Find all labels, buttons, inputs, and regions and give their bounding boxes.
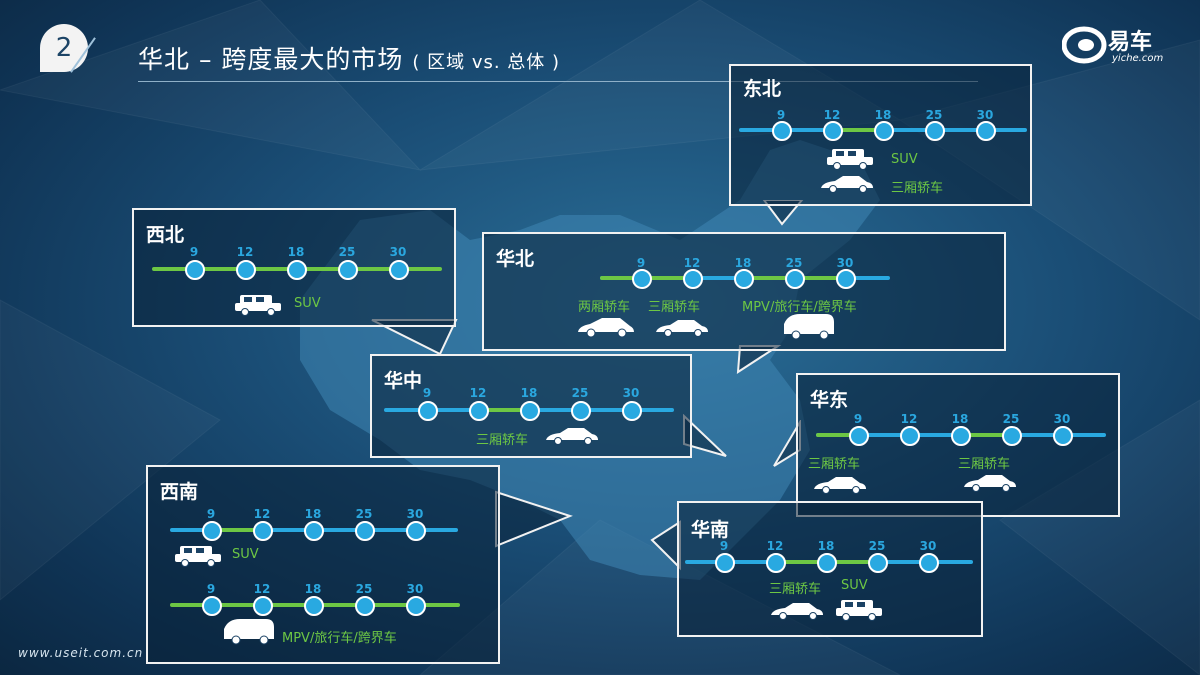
tick-node: [683, 269, 703, 289]
footer-website: www.useit.com.cn: [18, 646, 144, 660]
region-box-xinan: 西南 9 12 18 25 30 SUV 9 12 18 25 30 MPV/旅…: [146, 465, 500, 664]
tick-node: [715, 553, 735, 573]
sedan-icon: [821, 176, 873, 193]
page-title-suffix: ( 区域 vs. 总体 ): [412, 52, 561, 73]
suv-icon: [235, 295, 281, 316]
tick-node: [418, 401, 438, 421]
suv-icon: [836, 600, 882, 621]
sedan-icon: [964, 475, 1016, 492]
tick-node: [868, 553, 888, 573]
tick-node: [874, 121, 894, 141]
mpv-icon: [224, 619, 274, 645]
tick-node: [632, 269, 652, 289]
region-box-huabei: 华北 9 12 18 25 30 两厢轿车 三厢轿车 MPV/旅行车/跨界车: [482, 232, 1006, 351]
track-highlight: [962, 433, 1012, 437]
tick-node: [253, 521, 273, 541]
tick-node: [951, 426, 971, 446]
tick-node: [406, 521, 426, 541]
track-highlight: [218, 528, 262, 532]
tick-node: [236, 260, 256, 280]
suv-icon: [827, 149, 873, 170]
tick-node: [304, 596, 324, 616]
tick-node: [355, 521, 375, 541]
tick-node: [785, 269, 805, 289]
yiche-logo: 易车 yiche.com: [1061, 24, 1172, 70]
tick-node: [520, 401, 540, 421]
tick-node: [338, 260, 358, 280]
tick-node: [734, 269, 754, 289]
track-highlight: [478, 408, 530, 412]
tick-node: [900, 426, 920, 446]
tick-node: [622, 401, 642, 421]
sedan-icon: [656, 320, 708, 337]
track-highlight: [831, 128, 881, 132]
tick-node: [202, 596, 222, 616]
callout-tail-xinan: [495, 490, 573, 548]
tick-node: [925, 121, 945, 141]
sedan-icon: [771, 603, 823, 620]
tick-node: [849, 426, 869, 446]
slide-number-badge: 2: [40, 24, 88, 72]
tick-node: [304, 521, 324, 541]
tick-node: [185, 260, 205, 280]
tick-node: [919, 553, 939, 573]
tick-node: [836, 269, 856, 289]
tick-node: [1053, 426, 1073, 446]
region-box-huazhong: 华中 9 12 18 25 30 三厢轿车: [370, 354, 692, 458]
tick-node: [772, 121, 792, 141]
tick-node: [976, 121, 996, 141]
region-box-xibei: 西北 9 12 18 25 30 SUV: [132, 208, 456, 327]
tick-node: [766, 553, 786, 573]
tick-node: [823, 121, 843, 141]
yiche-logo-icon: [1061, 26, 1107, 64]
tick-node: [571, 401, 591, 421]
region-box-dongbei: 东北 9 12 18 25 30 SUV 三厢轿车: [729, 64, 1032, 206]
tick-node: [469, 401, 489, 421]
suv-icon: [175, 546, 221, 567]
tick-node: [389, 260, 409, 280]
tick-node: [287, 260, 307, 280]
callout-tail-dongbei: [762, 200, 804, 226]
sedan-icon: [546, 428, 598, 445]
tick-node: [355, 596, 375, 616]
region-box-huanan: 华南 9 12 18 25 30 三厢轿车 SUV: [677, 501, 983, 637]
sedan-icon: [814, 477, 866, 494]
tick-node: [817, 553, 837, 573]
hatchback-icon: [578, 318, 634, 338]
track-highlight: [816, 433, 858, 437]
tick-node: [253, 596, 273, 616]
mpv-icon: [784, 314, 834, 340]
tick-node: [1002, 426, 1022, 446]
header-underline: [138, 81, 978, 82]
tick-node: [406, 596, 426, 616]
page-title: 华北 – 跨度最大的市场 ( 区域 vs. 总体 ): [138, 45, 561, 74]
region-box-huadong: 华东 9 12 18 25 30 三厢轿车 三厢轿车: [796, 373, 1120, 517]
tick-node: [202, 521, 222, 541]
